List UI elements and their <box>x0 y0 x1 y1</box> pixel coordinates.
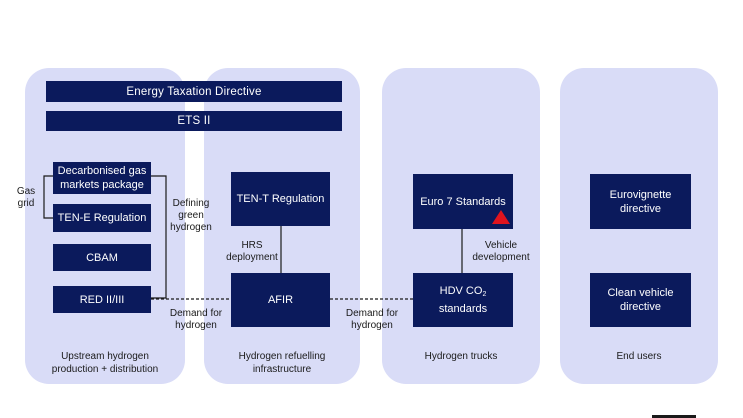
hrs-deployment-label: HRS deployment <box>226 240 278 263</box>
bottom-edge-bar <box>652 415 696 418</box>
gas-grid-label: Gas grid <box>16 186 36 209</box>
upstream-footer: Upstream hydrogen production + distribut… <box>51 351 159 375</box>
euro-7-label: Euro 7 Standards <box>420 195 506 208</box>
red-box: RED II/III <box>53 286 151 313</box>
decarbonised-gas-line1: Decarbonised gas <box>57 165 147 177</box>
clean-vehicle-line2: directive <box>620 301 661 313</box>
afir-box: AFIR <box>231 273 330 327</box>
trucks-footer: Hydrogen trucks <box>424 351 498 362</box>
clean-vehicle-directive-box: Clean vehicle directive <box>590 273 691 327</box>
eurovignette-directive-box: Eurovignette directive <box>590 174 691 229</box>
decarbonised-gas-line2: markets package <box>60 179 144 191</box>
ten-t-regulation-box: TEN-T Regulation <box>231 172 330 226</box>
eurovignette-line1: Eurovignette <box>609 188 672 201</box>
eurovignette-line2: directive <box>620 202 661 215</box>
hdv-line2: standards <box>438 303 488 315</box>
defining-hydrogen-bracket <box>151 175 167 299</box>
decarbonised-gas-box: Decarbonised gas markets package <box>53 162 151 194</box>
cbam-box: CBAM <box>53 244 151 271</box>
red-triangle-icon <box>492 210 510 224</box>
demand-for-hydrogen-label-1: Demand for hydrogen <box>169 308 223 331</box>
end-users-footer: End users <box>616 351 662 362</box>
clean-vehicle-line1: Clean vehicle <box>607 287 674 299</box>
gas-grid-bracket <box>43 175 53 219</box>
defining-green-hydrogen-label: Defining green hydrogen <box>170 198 212 233</box>
energy-taxation-directive-box: Energy Taxation Directive <box>46 81 342 102</box>
ten-e-regulation-box: TEN-E Regulation <box>53 204 151 232</box>
demand-for-hydrogen-label-2: Demand for hydrogen <box>345 308 399 331</box>
ets-ii-box: ETS II <box>46 111 342 131</box>
hdv-line1: HDV CO2 <box>439 285 487 298</box>
hdv-co2-standards-box: HDV CO2 standards <box>413 273 513 327</box>
vehicle-development-label: Vehicle development <box>472 240 530 263</box>
refuelling-footer: Hydrogen refuelling infrastructure <box>238 351 326 375</box>
